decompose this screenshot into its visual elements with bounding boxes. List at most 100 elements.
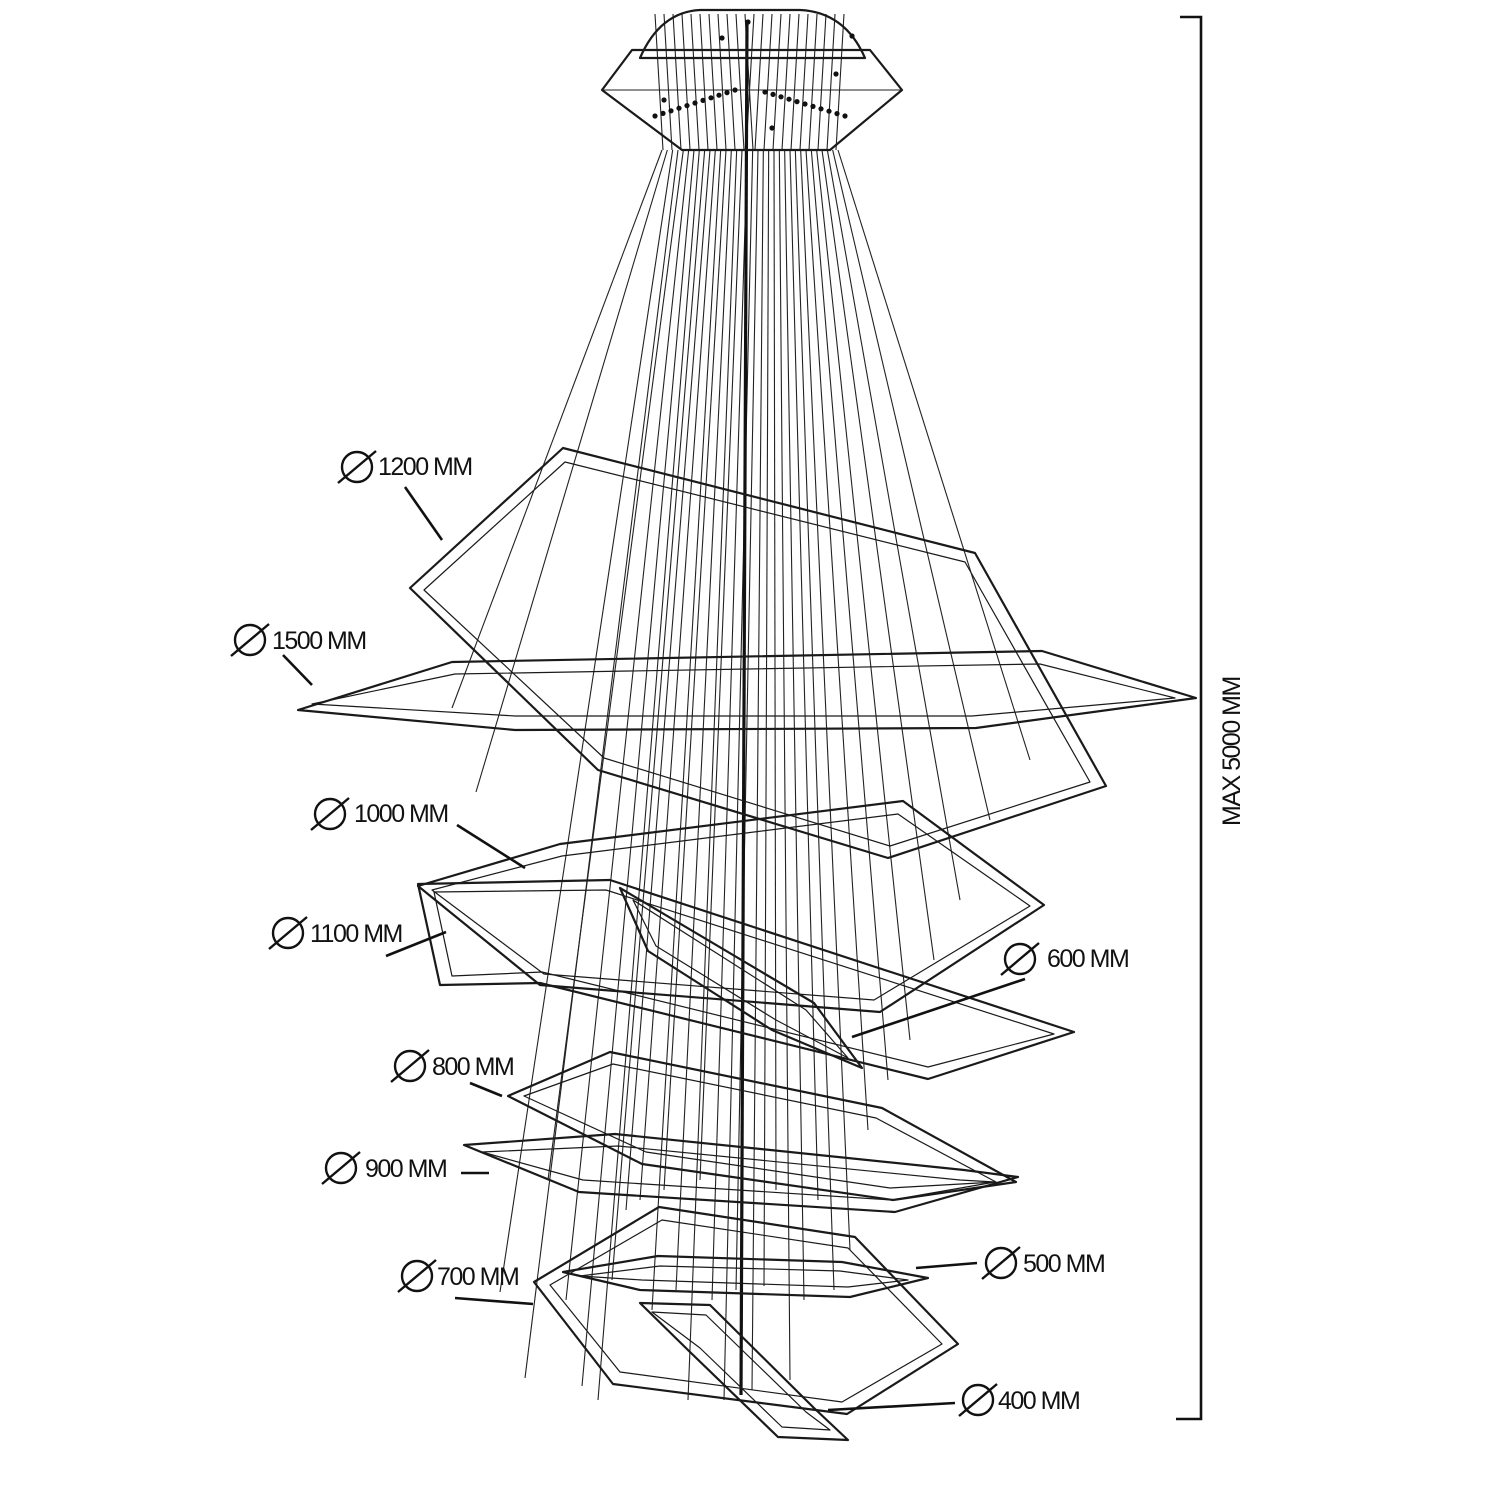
canopy-wire [799, 13, 809, 151]
canopy-bead [684, 103, 690, 109]
canopy-wire [763, 13, 773, 151]
suspension-wire [451, 149, 663, 709]
suspension-wire [475, 149, 668, 793]
diameter-symbol-icon [268, 916, 308, 950]
canopy-bead [842, 113, 848, 119]
suspension-wire [597, 149, 700, 1401]
canopy-wire [790, 13, 800, 151]
leader-700 [454, 1296, 534, 1306]
ring-700 [532, 1205, 960, 1416]
ceiling-canopy-icon [600, 8, 904, 152]
label-500: 500 MM [1023, 1250, 1104, 1278]
canopy-bead [802, 101, 808, 107]
suspension-wire [751, 149, 764, 1391]
label-1200: 1200 MM [378, 453, 472, 481]
diameter-symbol-icon [397, 1259, 437, 1293]
canopy-bead [724, 90, 730, 96]
ring-1100 [416, 878, 1076, 1081]
leader-500 [915, 1261, 978, 1270]
canopy-wire [726, 13, 736, 151]
suspension-wire [625, 149, 711, 1211]
leader-600 [851, 977, 1026, 1039]
diameter-symbol-icon [230, 623, 270, 657]
canopy-bead [810, 103, 816, 109]
diameter-symbol-icon [310, 797, 350, 831]
leader-1100 [385, 930, 447, 958]
ring-500 [561, 1254, 930, 1299]
canopy-bead [716, 92, 722, 98]
height-label: MAX 5000 MM [1218, 677, 1246, 826]
canopy-bead [778, 94, 784, 100]
label-1500: 1500 MM [272, 627, 366, 655]
label-700: 700 MM [437, 1263, 518, 1291]
canopy-bead [700, 97, 706, 103]
canopy-wire [754, 13, 764, 151]
suspension-wire [723, 149, 754, 1401]
suspension-wire [810, 149, 889, 1081]
label-800: 800 MM [432, 1053, 513, 1081]
canopy-bead [770, 91, 776, 97]
canopy-wire [654, 13, 664, 151]
canopy-wire [690, 13, 700, 151]
canopy-bead [826, 108, 832, 114]
canopy-wire [717, 13, 727, 151]
canopy-wire [772, 13, 782, 151]
leader-400 [827, 1401, 956, 1412]
canopy-wire [681, 13, 691, 151]
suspension-wire [821, 149, 935, 961]
canopy-bead [762, 89, 768, 95]
canopy-wire [672, 13, 682, 151]
suspension-wire [699, 149, 743, 1181]
canopy-bead [794, 99, 800, 105]
canopy-wire [817, 13, 827, 151]
diameter-symbol-icon [337, 450, 377, 484]
canopy-bead [769, 125, 775, 131]
ring-1200 [408, 446, 1108, 860]
suspension-wire [547, 149, 684, 1181]
canopy-wire [781, 13, 791, 151]
ring-1000 [416, 799, 1046, 1014]
suspension-wire [800, 149, 851, 1251]
label-1000: 1000 MM [354, 800, 448, 828]
canopy-bead [652, 113, 658, 119]
suspension-wire [611, 149, 706, 1281]
canopy-bead [676, 105, 682, 111]
canopy-bead [661, 97, 667, 103]
suspension-wire [524, 149, 679, 1379]
canopy-bead [708, 95, 714, 101]
suspension-wire [832, 149, 991, 821]
canopy-beads [652, 19, 855, 131]
label-900: 900 MM [365, 1155, 446, 1183]
ring-1500 [296, 649, 1198, 732]
suspension-wire [837, 149, 1031, 761]
suspension-wire [687, 149, 738, 1401]
suspension-wire [784, 149, 805, 1301]
suspension-wire [763, 149, 770, 1287]
canopy-wire [699, 13, 709, 151]
ring-900 [462, 1132, 1020, 1214]
height-dimension-bracket [1176, 15, 1203, 1421]
leader-1200 [403, 486, 444, 541]
suspension-wire [789, 149, 819, 1201]
canopy-bead [786, 96, 792, 102]
canopy-bead [833, 71, 839, 77]
ring-600 [618, 886, 864, 1070]
leader-1000 [456, 823, 526, 870]
suspension-wire [735, 149, 759, 1291]
canopy-wire [735, 13, 745, 151]
canopy-bead [692, 100, 698, 106]
diameter-symbol-icon [1000, 942, 1040, 976]
leader-800 [469, 1081, 503, 1098]
canopy-wire [826, 13, 836, 151]
suspension-wire [778, 149, 791, 1381]
canopy-bead [732, 87, 738, 93]
suspension-wire [805, 149, 869, 1131]
suspension-wire [499, 149, 674, 1293]
suspension-wire [565, 149, 690, 1301]
diameter-symbol-icon [321, 1151, 361, 1185]
canopy-wire [663, 13, 673, 151]
suspension-wire [773, 149, 777, 1191]
suspension-wire [675, 149, 732, 1291]
diameter-symbol-icon [981, 1246, 1021, 1280]
